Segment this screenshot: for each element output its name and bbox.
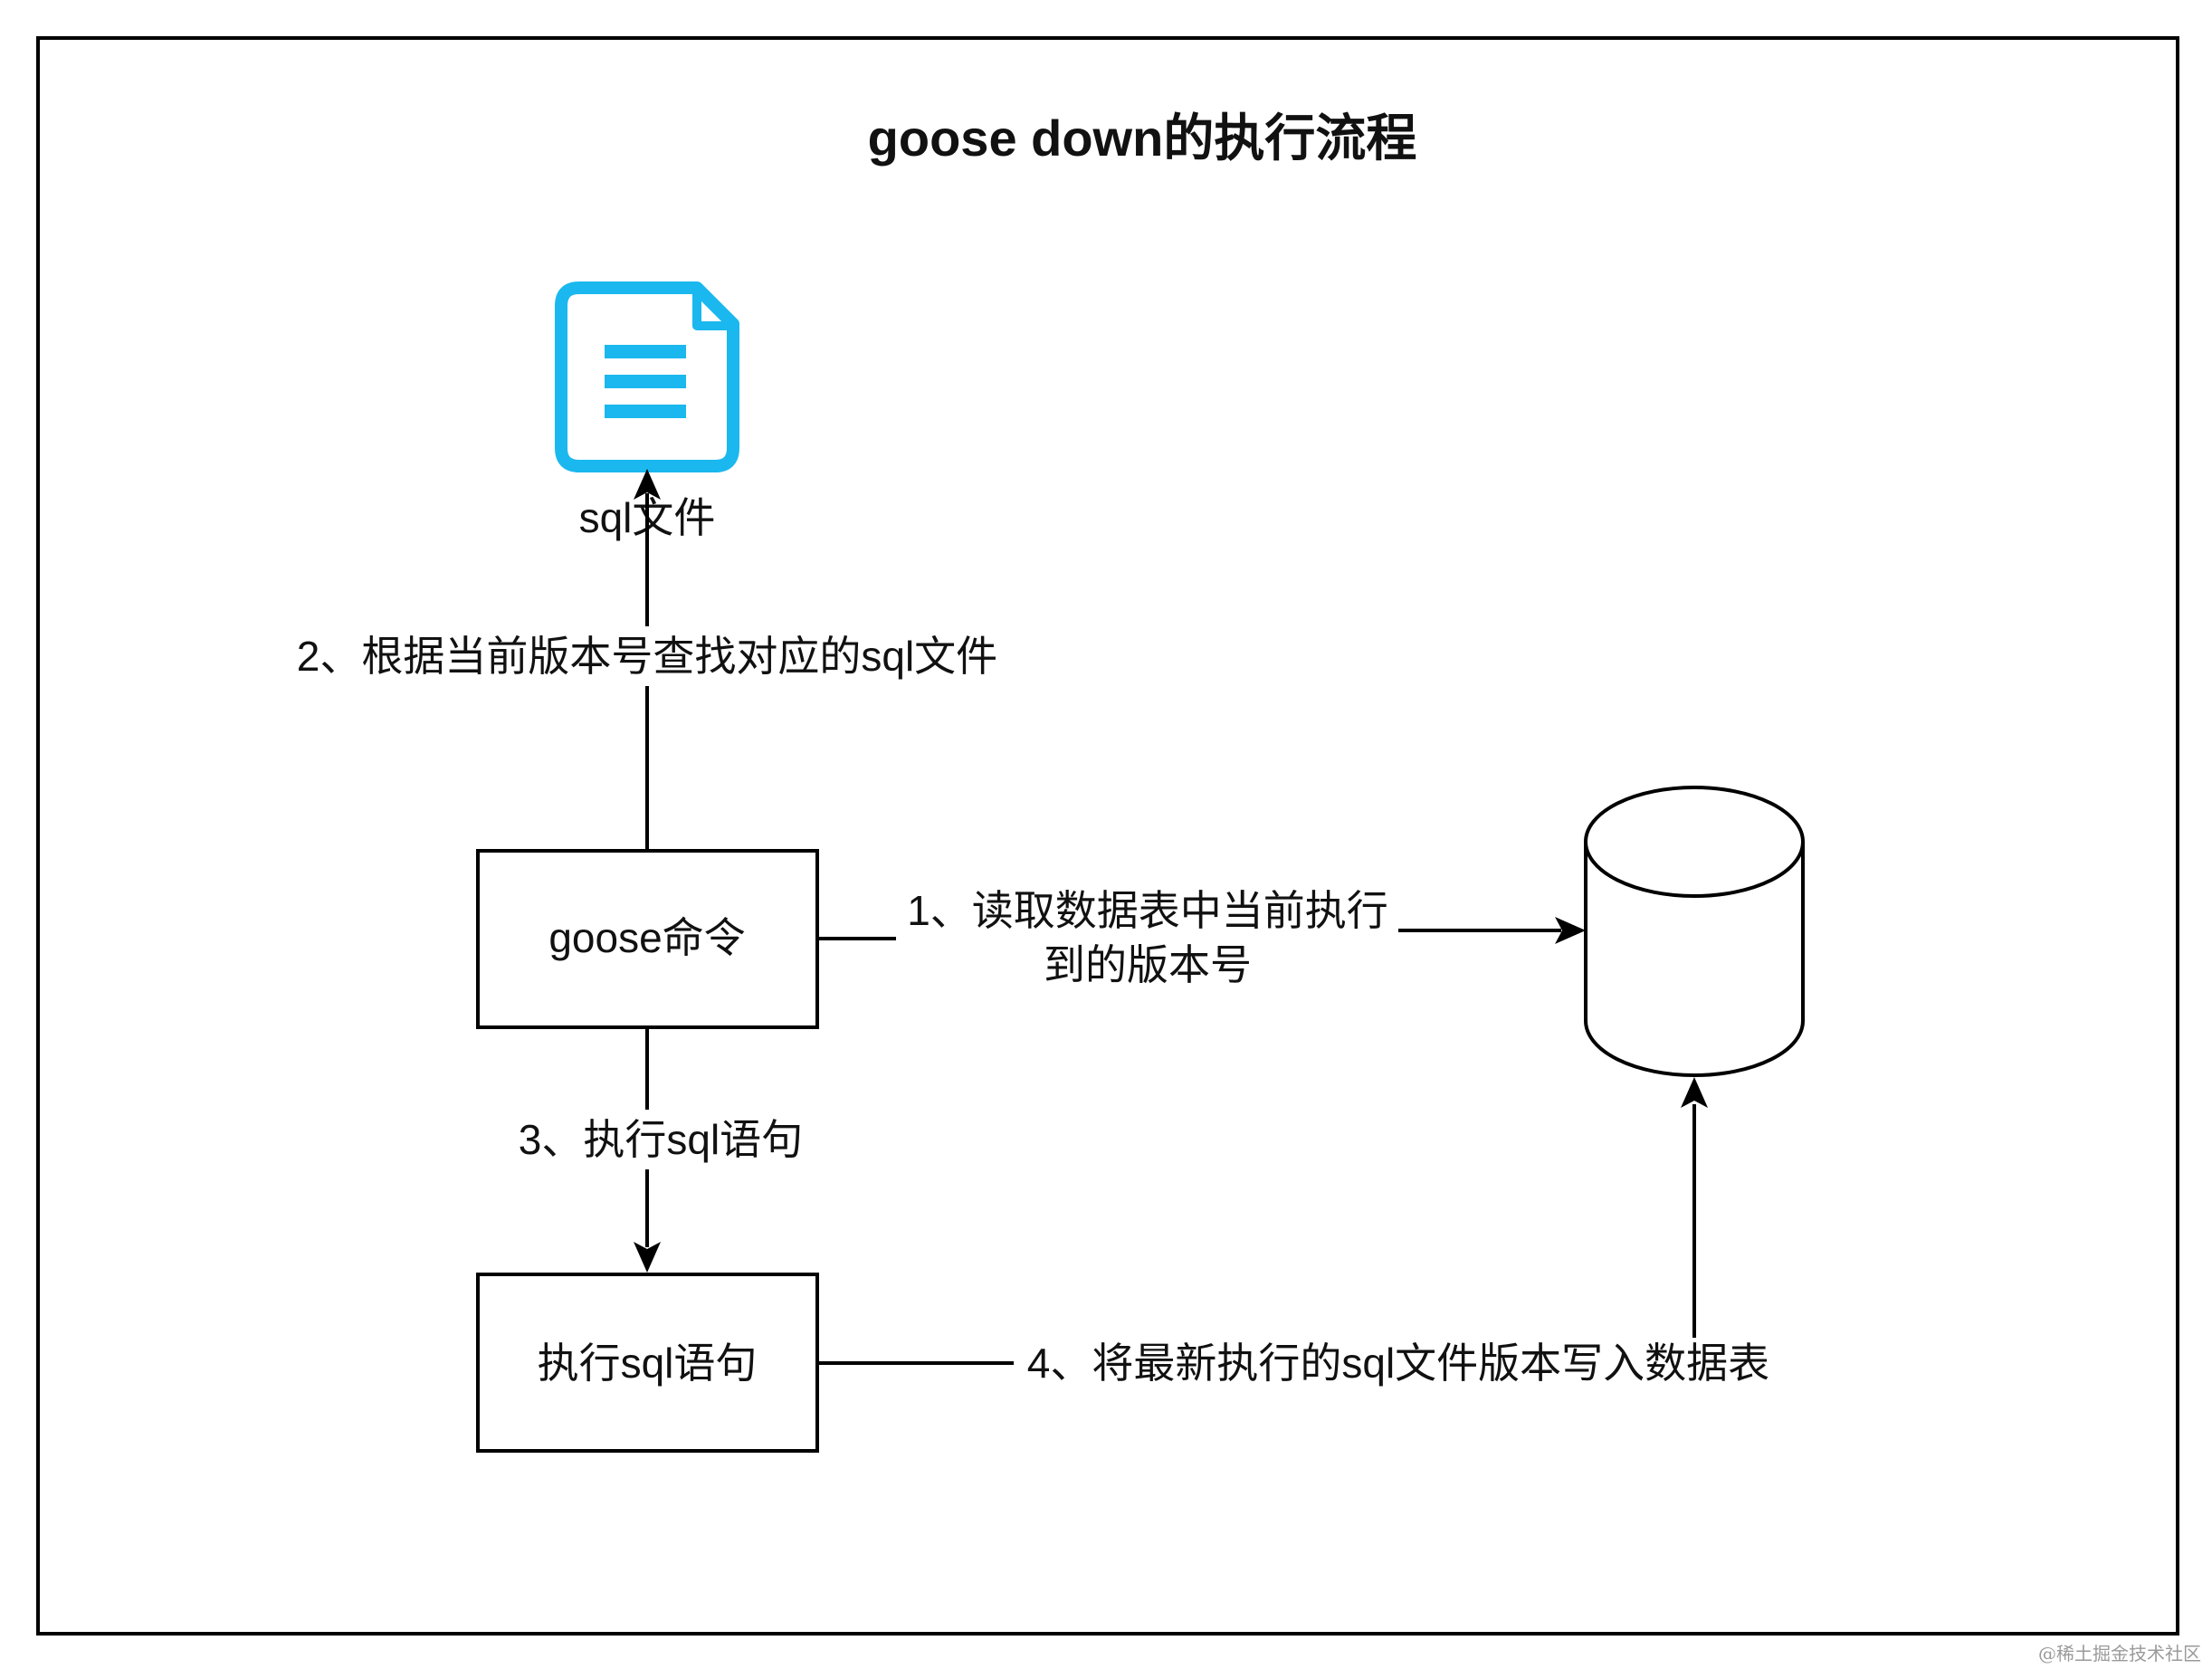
document-icon bbox=[555, 281, 739, 472]
edge-step3: 3、执行sql语句 bbox=[507, 1029, 815, 1273]
execute-sql-box bbox=[476, 1273, 819, 1453]
arrowhead-down bbox=[634, 1242, 661, 1273]
edge-step1: 1、读取数据表中当前执行 到的版本号 bbox=[817, 887, 1586, 988]
edge-step1-label-line2: 到的版本号 bbox=[1044, 941, 1252, 988]
edge-step3-label: 3、执行sql语句 bbox=[519, 1116, 803, 1163]
goose-command-label: goose命令 bbox=[548, 914, 745, 961]
database-cylinder-top bbox=[1584, 786, 1805, 898]
goose-command-node: goose命令 bbox=[476, 849, 819, 1029]
execute-sql-label: 执行sql语句 bbox=[538, 1340, 758, 1387]
database-cylinder-body bbox=[1584, 842, 1805, 1077]
execute-sql-node: 执行sql语句 bbox=[476, 1273, 819, 1453]
database-node bbox=[1584, 786, 1805, 1077]
edge-step4-label: 4、将最新执行的sql文件版本写入数据表 bbox=[1027, 1340, 1769, 1387]
diagram-title: goose down的执行流程 bbox=[868, 110, 1417, 167]
arrowhead-right bbox=[1555, 917, 1586, 944]
edge-step2: 2、根据当前版本号查找对应的sql文件 bbox=[277, 469, 1017, 849]
diagram-frame bbox=[36, 36, 2179, 1636]
watermark-text: @稀土掘金技术社区 bbox=[2038, 1643, 2201, 1664]
edge-step1-label-line1: 1、读取数据表中当前执行 bbox=[907, 887, 1388, 934]
goose-command-box bbox=[476, 849, 819, 1029]
arrowhead-up bbox=[634, 469, 661, 500]
edge-step4: 4、将最新执行的sql文件版本写入数据表 bbox=[817, 1077, 1769, 1387]
arrowhead-up-database bbox=[1681, 1077, 1708, 1108]
edge-step2-label: 2、根据当前版本号查找对应的sql文件 bbox=[297, 633, 997, 680]
